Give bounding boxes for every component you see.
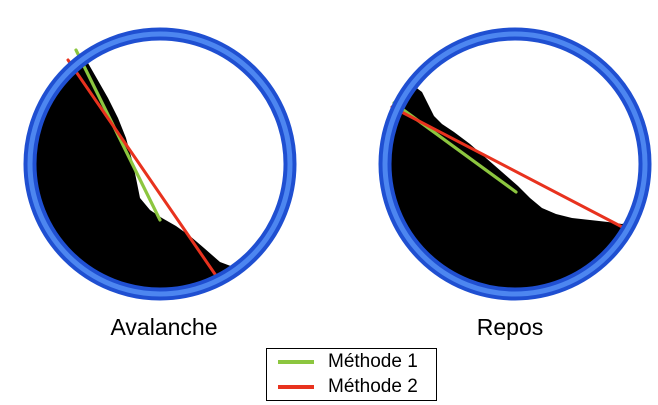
repos-method2-line bbox=[390, 105, 630, 232]
avalanche-caption: Avalanche bbox=[110, 314, 218, 340]
legend-swatch-method-2 bbox=[278, 385, 314, 389]
legend-item-method-1: Méthode 1 bbox=[267, 350, 436, 374]
legend-swatch-method-1 bbox=[278, 360, 314, 364]
legend-label-method-2: Méthode 2 bbox=[328, 376, 418, 397]
repos-caption: Repos bbox=[476, 314, 544, 340]
avalanche-panel bbox=[23, 27, 297, 301]
repos-drum-ring-highlight bbox=[382, 31, 648, 297]
repos-panel bbox=[378, 27, 652, 301]
legend-label-method-1: Méthode 1 bbox=[328, 351, 418, 372]
legend-item-method-2: Méthode 2 bbox=[267, 375, 436, 399]
avalanche-method2-line bbox=[66, 58, 221, 282]
legend: Méthode 1 Méthode 2 bbox=[266, 348, 437, 401]
avalanche-granular-pile bbox=[32, 40, 288, 292]
avalanche-drum-ring-highlight bbox=[27, 31, 293, 297]
